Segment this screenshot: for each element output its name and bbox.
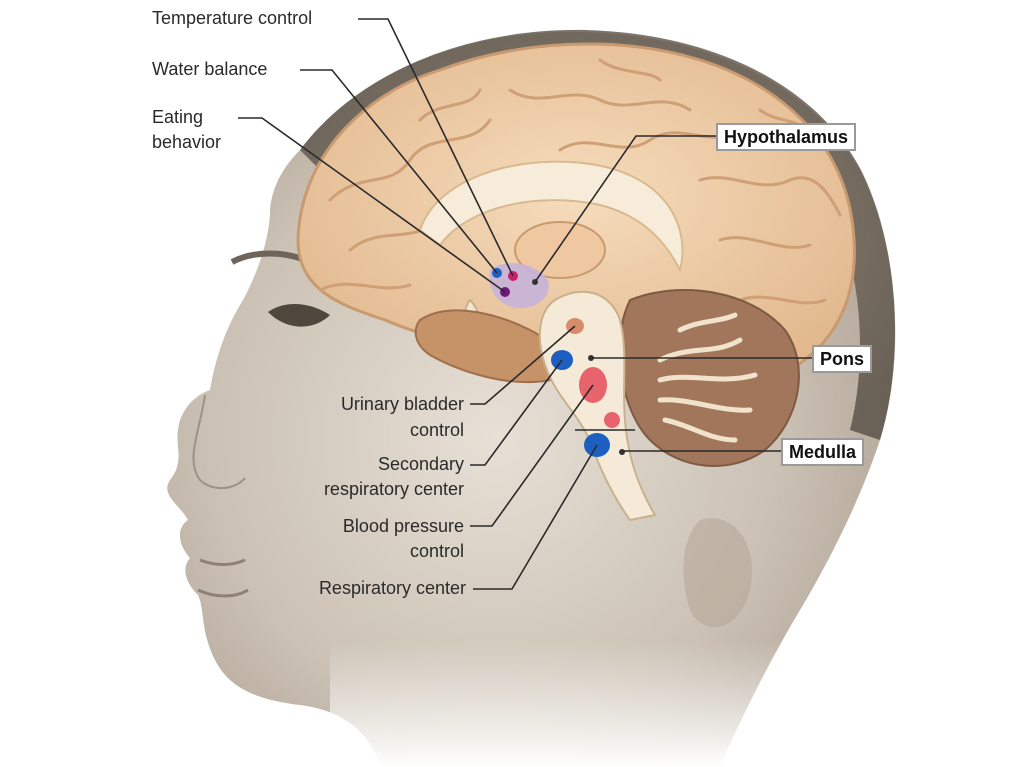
label-eating-behavior-line1: Eating [152, 105, 203, 130]
label-urinary-bladder-line1: Urinary bladder [341, 392, 464, 417]
marker-medulla [619, 449, 625, 455]
label-hypothalamus: Hypothalamus [716, 123, 856, 151]
label-medulla: Medulla [781, 438, 864, 466]
bottom-fade [330, 640, 850, 767]
label-pons: Pons [812, 345, 872, 373]
label-eating-behavior-line2: behavior [152, 130, 221, 155]
label-secondary-resp-line2: respiratory center [324, 477, 464, 502]
label-temperature-control: Temperature control [152, 6, 312, 31]
label-secondary-resp-line1: Secondary [378, 452, 464, 477]
label-water-balance: Water balance [152, 57, 267, 82]
label-urinary-bladder-line2: control [410, 418, 464, 443]
marker-small-red [604, 412, 620, 428]
label-blood-pressure-line2: control [410, 539, 464, 564]
label-respiratory-center: Respiratory center [319, 576, 466, 601]
label-blood-pressure-line1: Blood pressure [343, 514, 464, 539]
